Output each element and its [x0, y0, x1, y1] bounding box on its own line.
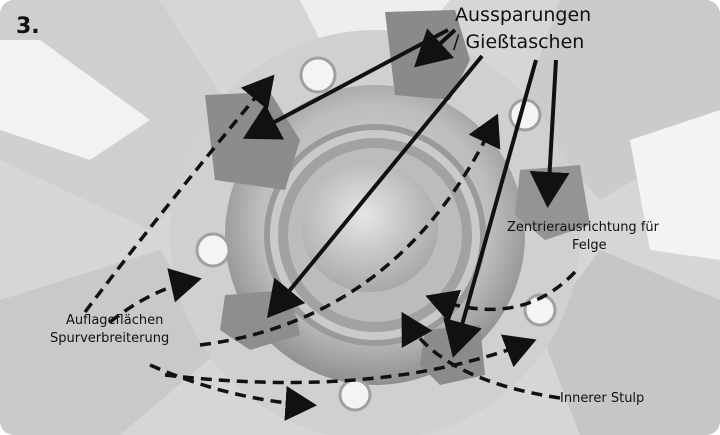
hub-cap — [302, 164, 438, 292]
arrow-flange-left — [108, 268, 202, 324]
bolt-hole — [299, 56, 337, 94]
arrow-centering-collar — [425, 270, 577, 323]
label-spurverbreiterung: Spurverbreiterung — [50, 331, 170, 346]
label-felge: Felge — [572, 238, 607, 253]
arrow-flange-lower — [149, 363, 317, 421]
dashed-arrows — [83, 74, 577, 421]
bolt-hole — [195, 232, 231, 268]
bolt-hole — [338, 378, 372, 412]
arrow-to-pocket-top — [414, 28, 457, 68]
arrow-inner-collar — [401, 311, 561, 400]
label-giesstaschen: / Gießtaschen — [453, 31, 585, 53]
step-number: 3. — [16, 14, 40, 39]
bolt-hole — [523, 293, 557, 327]
label-aussparungen: Aussparungen — [455, 4, 592, 26]
spoke-lower-right — [540, 250, 720, 435]
label-innerer-stulp: Innerer Stulp — [560, 391, 645, 406]
wheel-opening — [630, 110, 720, 260]
arrow-to-centering — [529, 59, 570, 208]
wheel-opening — [0, 40, 150, 160]
arrow-flange-right — [199, 113, 501, 347]
label-auflageflaechen: Auflageflächen — [66, 313, 164, 328]
label-zentrierausrichtung: Zentrierausrichtung für — [507, 220, 659, 235]
arrow-to-pocket-lower — [443, 59, 538, 358]
spoke-lower-left — [0, 250, 220, 435]
arrow-flange-lower-right — [164, 334, 537, 385]
arrow-to-pocket-lower-left — [266, 54, 484, 319]
arrow-flange-upper — [83, 74, 275, 314]
solid-arrows — [242, 28, 570, 358]
